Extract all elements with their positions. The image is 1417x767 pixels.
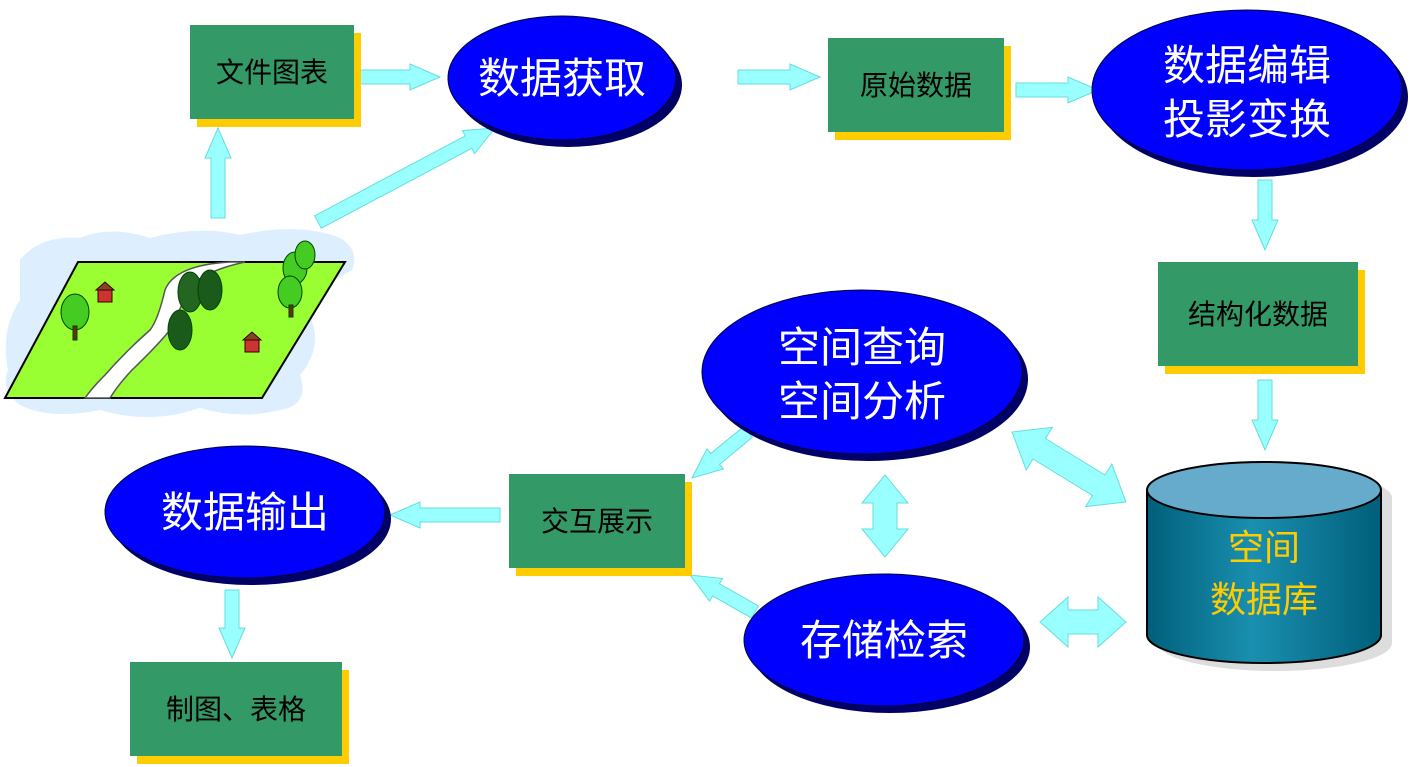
- ellipse-spatial-query-label-1: 空间查询: [778, 323, 946, 372]
- arrow-structured-data-to-database: [1251, 379, 1279, 452]
- ellipse-data-output: 数据输出: [104, 445, 391, 585]
- box-file-charts-label: 文件图表: [216, 56, 328, 89]
- ellipse-spatial-query-label-2: 空间分析: [778, 377, 946, 426]
- box-mapping-tables: 制图、表格: [130, 662, 349, 764]
- box-raw-data-label: 原始数据: [860, 69, 972, 102]
- box-mapping-tables-label: 制图、表格: [166, 693, 306, 726]
- landscape-map-icon: [3, 229, 355, 418]
- ellipse-data-edit-label-1: 数据编辑: [1163, 41, 1331, 90]
- ellipse-data-acquisition: 数据获取: [447, 15, 682, 147]
- arrow-raw-data-to-edit: [1015, 76, 1100, 104]
- arrow-file-charts-to-acquisition: [357, 63, 442, 91]
- arrow-query-storage: [860, 474, 910, 558]
- arrow-edit-to-structured-data: [1251, 179, 1279, 252]
- ellipse-data-acquisition-label: 数据获取: [478, 54, 646, 103]
- arrow-acquisition-to-raw-data: [737, 63, 822, 91]
- arrow-query-to-display: [691, 425, 754, 479]
- arrow-output-to-mapping: [218, 589, 246, 660]
- database-label-line1: 空间: [1228, 528, 1300, 569]
- ellipse-data-output-label: 数据输出: [161, 488, 329, 537]
- arrow-display-to-output: [388, 501, 501, 529]
- database-cylinder-icon: 空间 数据库: [1146, 461, 1392, 671]
- arrow-query-database: [1011, 426, 1127, 508]
- ellipse-storage-retrieval-label: 存储检索: [800, 616, 968, 665]
- ellipse-data-edit-label-2: 投影变换: [1163, 95, 1331, 144]
- arrow-map-to-file-charts: [204, 126, 232, 219]
- arrow-storage-to-display: [688, 574, 760, 619]
- box-structured-data: 结构化数据: [1158, 262, 1365, 374]
- arrow-storage-database: [1039, 595, 1127, 649]
- database-label-line2: 数据库: [1210, 580, 1318, 621]
- ellipse-storage-retrieval: 存储检索: [743, 573, 1030, 713]
- box-file-charts: 文件图表: [190, 25, 361, 127]
- box-interactive-display: 交互展示: [509, 474, 692, 576]
- box-structured-data-label: 结构化数据: [1188, 298, 1328, 331]
- arrow-map-to-acquisition: [314, 127, 497, 229]
- box-interactive-display-label: 交互展示: [541, 505, 653, 538]
- box-raw-data: 原始数据: [828, 38, 1011, 140]
